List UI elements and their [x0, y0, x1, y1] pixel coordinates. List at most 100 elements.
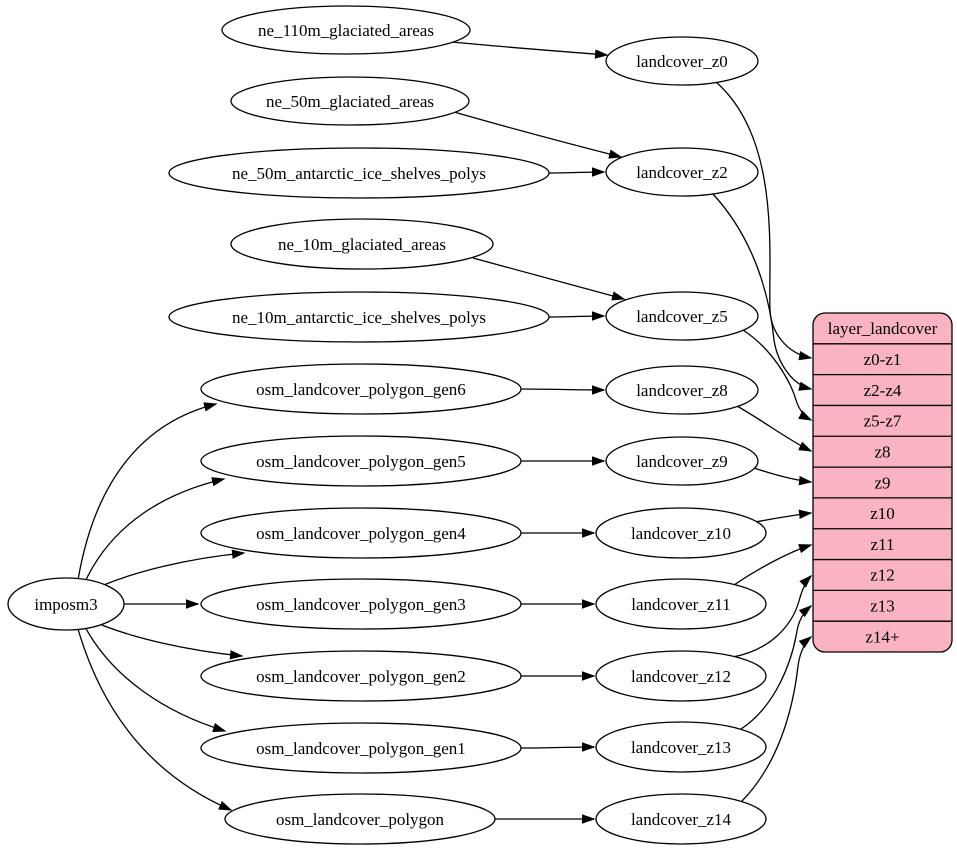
node-label-osm_landcover_polygon_gen4: osm_landcover_polygon_gen4 [256, 524, 466, 543]
node-osm_landcover_polygon_gen2: osm_landcover_polygon_gen2 [200, 650, 522, 702]
node-ellipse-landcover_z14 [595, 793, 767, 845]
node-osm_landcover_polygon_gen6: osm_landcover_polygon_gen6 [200, 363, 522, 415]
node-ellipse-ne_10m_antarctic_ice_shelves_polys [168, 291, 550, 343]
node-ellipse-osm_landcover_polygon_gen4 [200, 507, 522, 559]
node-label-imposm3: imposm3 [34, 595, 97, 614]
edge-landcover_z8->layer_landcover.z8 [736, 405, 813, 452]
table-row-z5-z7: z5-z7 [864, 412, 902, 431]
table-row-z8: z8 [874, 442, 890, 461]
node-ellipse-osm_landcover_polygon_gen2 [200, 650, 522, 702]
node-label-landcover_z11: landcover_z11 [631, 595, 730, 614]
node-label-osm_landcover_polygon_gen3: osm_landcover_polygon_gen3 [256, 595, 466, 614]
node-label-landcover_z9: landcover_z9 [636, 452, 728, 471]
table-row-z10: z10 [870, 504, 895, 523]
table-row-label: z14+ [865, 627, 899, 646]
node-label-landcover_z10: landcover_z10 [631, 524, 731, 543]
edge-imposm3->osm_landcover_polygon_gen2 [89, 619, 244, 660]
node-label-landcover_z2: landcover_z2 [636, 163, 728, 182]
edge-imposm3->osm_landcover_polygon [77, 628, 233, 811]
edge-osm_landcover_polygon_gen1->landcover_z13 [520, 742, 596, 752]
node-landcover_z9: landcover_z9 [605, 436, 759, 486]
edge-ne_10m_antarctic_ice_shelves_polys->landcover_z5 [548, 311, 606, 321]
table-row-z14+: z14+ [865, 627, 899, 646]
node-label-osm_landcover_polygon_gen6: osm_landcover_polygon_gen6 [256, 380, 466, 399]
node-ellipse-landcover_z5 [605, 291, 759, 341]
node-ne_10m_glaciated_areas: ne_10m_glaciated_areas [230, 218, 494, 270]
node-osm_landcover_polygon: osm_landcover_polygon [224, 793, 496, 845]
edge-osm_landcover_polygon_gen6->landcover_z8 [520, 385, 606, 395]
edge-landcover_z12->layer_landcover.z12 [732, 574, 813, 658]
table-row-label: z2-z4 [864, 381, 902, 400]
node-landcover_z5: landcover_z5 [605, 291, 759, 341]
edge-imposm3->osm_landcover_polygon_gen5 [83, 477, 226, 585]
table-row-z9: z9 [874, 473, 890, 492]
node-ellipse-ne_50m_antarctic_ice_shelves_polys [168, 147, 550, 199]
node-ellipse-landcover_z8 [605, 365, 759, 415]
node-ellipse-osm_landcover_polygon_gen1 [200, 722, 522, 774]
edge-ne_50m_glaciated_areas->landcover_z2 [453, 111, 623, 159]
node-ellipse-osm_landcover_polygon_gen6 [200, 363, 522, 415]
edge-imposm3->osm_landcover_polygon_gen4 [89, 549, 246, 592]
node-label-landcover_z13: landcover_z13 [631, 738, 731, 757]
edge-ne_10m_glaciated_areas->landcover_z5 [472, 257, 626, 301]
node-label-osm_landcover_polygon_gen2: osm_landcover_polygon_gen2 [256, 667, 466, 686]
node-ellipse-landcover_z13 [595, 721, 767, 773]
node-label-landcover_z5: landcover_z5 [636, 307, 728, 326]
edge-landcover_z9->layer_landcover.z9 [753, 467, 813, 486]
node-ellipse-landcover_z10 [595, 507, 767, 559]
table-row-z12: z12 [870, 566, 895, 585]
node-label-landcover_z14: landcover_z14 [631, 810, 732, 829]
node-ne_10m_antarctic_ice_shelves_polys: ne_10m_antarctic_ice_shelves_polys [168, 291, 550, 343]
node-osm_landcover_polygon_gen5: osm_landcover_polygon_gen5 [200, 435, 522, 487]
node-label-ne_10m_glaciated_areas: ne_10m_glaciated_areas [278, 235, 446, 254]
node-osm_landcover_polygon_gen4: osm_landcover_polygon_gen4 [200, 507, 522, 559]
node-landcover_z11: landcover_z11 [595, 578, 767, 630]
nodes-layer: ne_110m_glaciated_areas landcover_z0 ne_50… [7, 5, 767, 845]
node-label-landcover_z0: landcover_z0 [636, 52, 728, 71]
table-row-z0-z1: z0-z1 [864, 350, 902, 369]
edge-landcover_z10->layer_landcover.z10 [754, 509, 813, 523]
node-osm_landcover_polygon_gen1: osm_landcover_polygon_gen1 [200, 722, 522, 774]
node-landcover_z14: landcover_z14 [595, 793, 767, 845]
edge-ne_50m_antarctic_ice_shelves_polys->landcover_z2 [548, 167, 606, 177]
table-row-z2-z4: z2-z4 [864, 381, 902, 400]
table-row-label: z10 [870, 504, 895, 523]
node-landcover_z0: landcover_z0 [605, 36, 759, 86]
node-label-osm_landcover_polygon_gen5: osm_landcover_polygon_gen5 [256, 452, 466, 471]
node-ellipse-landcover_z11 [595, 578, 767, 630]
table-row-label: z13 [870, 597, 895, 616]
node-ne_50m_antarctic_ice_shelves_polys: ne_50m_antarctic_ice_shelves_polys [168, 147, 550, 199]
table-row-label: z5-z7 [864, 412, 902, 431]
edge-ne_110m_glaciated_areas->landcover_z0 [451, 41, 609, 59]
node-label-ne_110m_glaciated_areas: ne_110m_glaciated_areas [258, 21, 434, 40]
table-row-label: z11 [871, 535, 895, 554]
table-layer: layer_landcover z0-z1 z2-z4 z5-z7 z8 z9 z10 z11… [812, 312, 953, 653]
node-label-osm_landcover_polygon_gen1: osm_landcover_polygon_gen1 [256, 739, 466, 758]
node-landcover_z10: landcover_z10 [595, 507, 767, 559]
edge-landcover_z13->layer_landcover.z13 [740, 605, 813, 730]
node-ellipse-ne_50m_glaciated_areas [230, 76, 470, 126]
node-ellipse-landcover_z12 [595, 650, 767, 702]
node-landcover_z12: landcover_z12 [595, 650, 767, 702]
table-row-label: z12 [870, 566, 895, 585]
node-ellipse-landcover_z9 [605, 436, 759, 486]
node-ellipse-osm_landcover_polygon [224, 793, 496, 845]
edges-layer [77, 41, 813, 824]
node-label-ne_50m_glaciated_areas: ne_50m_glaciated_areas [266, 92, 434, 111]
node-label-landcover_z12: landcover_z12 [631, 667, 731, 686]
node-ellipse-osm_landcover_polygon_gen3 [200, 578, 522, 630]
edge-landcover_z5->layer_landcover.z5-z7 [742, 329, 813, 421]
node-label-landcover_z8: landcover_z8 [636, 381, 728, 400]
table-row-label: z8 [874, 442, 890, 461]
node-landcover_z2: landcover_z2 [605, 147, 759, 197]
node-ellipse-landcover_z2 [605, 147, 759, 197]
node-imposm3: imposm3 [7, 577, 125, 631]
node-ellipse-ne_110m_glaciated_areas [221, 5, 471, 55]
node-ellipse-landcover_z0 [605, 36, 759, 86]
table-header-label: layer_landcover [828, 319, 938, 338]
node-ne_50m_glaciated_areas: ne_50m_glaciated_areas [230, 76, 470, 126]
edge-landcover_z11->layer_landcover.z11 [733, 544, 813, 586]
table-body [812, 312, 953, 653]
